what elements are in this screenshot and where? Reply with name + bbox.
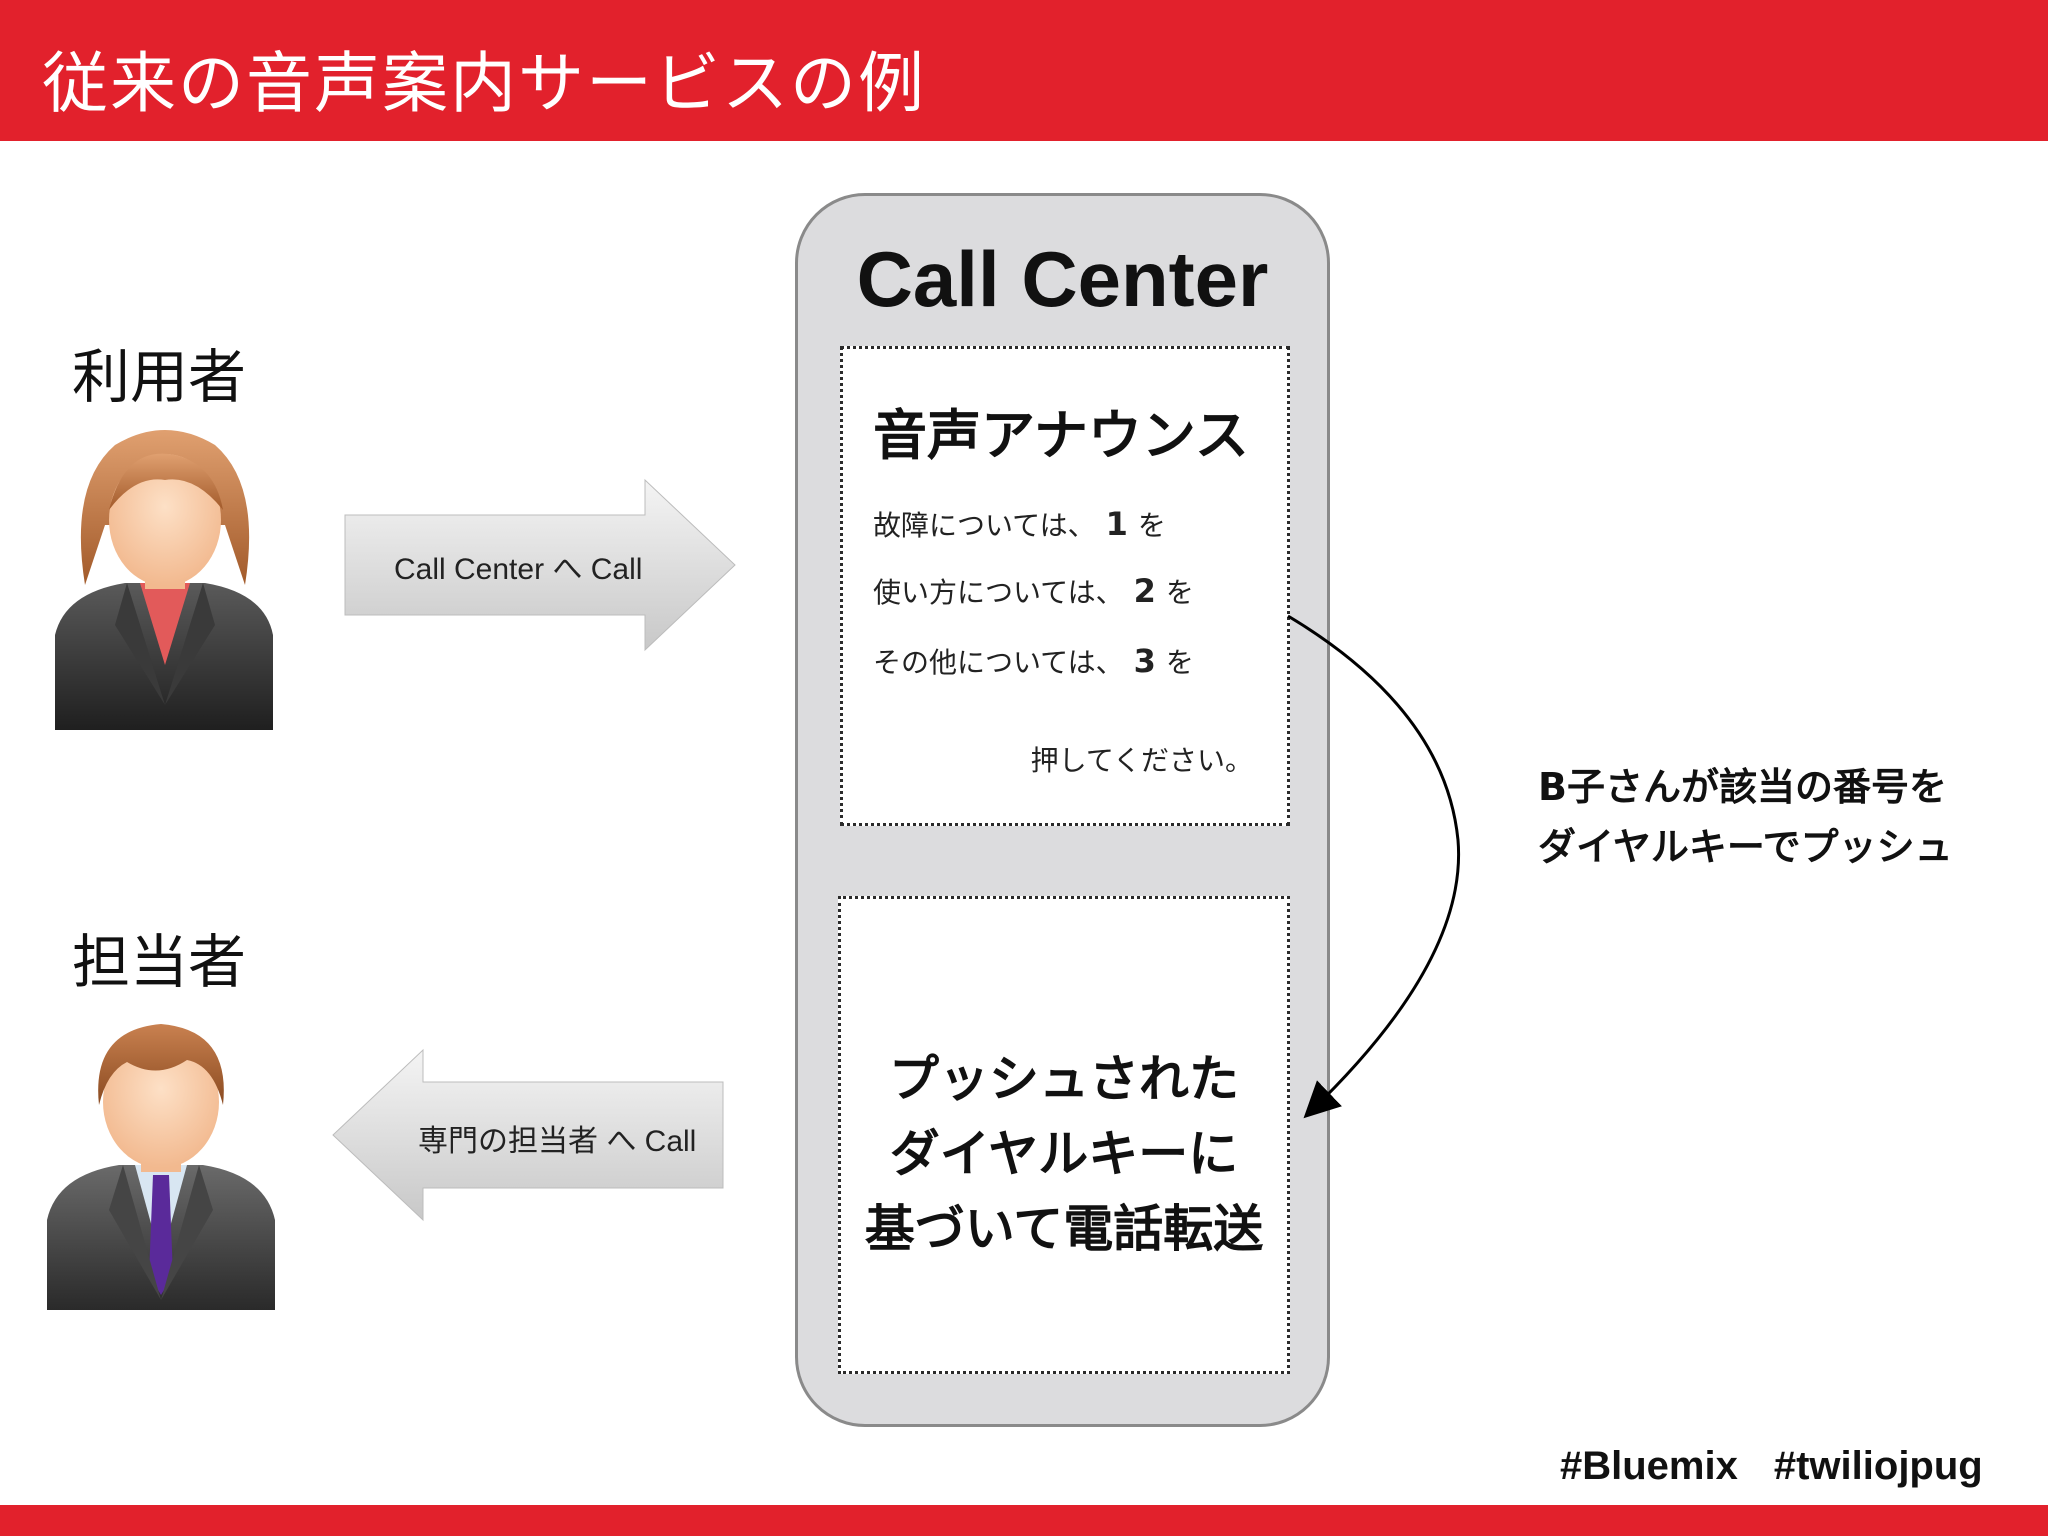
push-note-line-2: ダイヤルキーでプッシュ (1538, 825, 1953, 869)
title-bar: 従来の音声案内サービスの例 (0, 0, 2048, 141)
announcement-closing: 押してください。 (1030, 744, 1253, 777)
male-agent-icon (47, 1024, 275, 1310)
menu-option-number: 2 (1133, 572, 1156, 610)
transfer-box: プッシュされた ダイヤルキーに 基づいて電話転送 (838, 896, 1290, 1374)
user-label: 利用者 (72, 343, 247, 411)
footer-bar (0, 1505, 2048, 1536)
dial-connector (1287, 614, 1461, 1119)
call-arrow-label: Call Center へ Call (394, 553, 643, 586)
menu-option-suffix: を (1137, 509, 1166, 542)
menu-option-text: その他については、 (873, 646, 1124, 679)
hashtag-twiliojpug: #twiliojpug (1773, 1444, 1983, 1488)
menu-option-suffix: を (1165, 576, 1194, 609)
menu-option-text: 使い方については、 (873, 576, 1124, 609)
announcement-title: 音声アナウンス (873, 404, 1249, 467)
push-note-line-1: B子さんが該当の番号を (1538, 765, 1947, 809)
agent-label: 担当者 (72, 928, 247, 996)
call-arrow-left (332, 1048, 724, 1222)
hashtags: #Bluemix #twiliojpug (1560, 1444, 2019, 1489)
menu-option-number: 3 (1133, 642, 1156, 680)
female-user-icon (55, 430, 273, 730)
menu-option-text: 故障については、 (873, 509, 1096, 542)
menu-option-number: 1 (1105, 505, 1128, 543)
call-arrow-right (344, 478, 736, 652)
agent-arrow-label: 専門の担当者 へ Call (418, 1125, 697, 1158)
menu-option-suffix: を (1165, 646, 1194, 679)
transfer-line-1: プッシュされた (889, 1050, 1239, 1108)
call-center-title: Call Center (856, 235, 1269, 323)
transfer-line-3: 基づいて電話転送 (864, 1200, 1264, 1258)
transfer-line-2: ダイヤルキーに (889, 1125, 1239, 1183)
hashtag-bluemix: #Bluemix (1560, 1444, 1738, 1488)
slide-title: 従来の音声案内サービスの例 (42, 45, 926, 122)
